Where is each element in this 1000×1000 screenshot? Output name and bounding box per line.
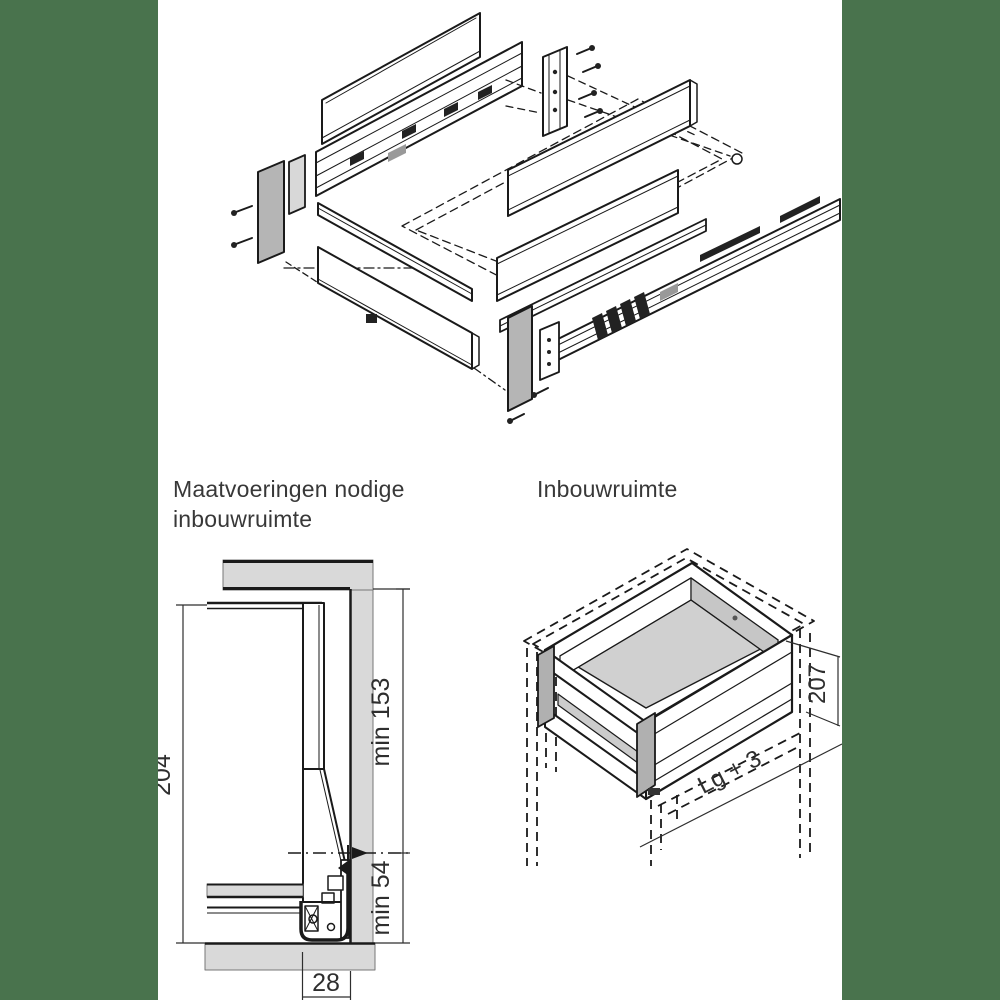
left-front-bracket <box>231 154 306 264</box>
front-panel <box>317 246 480 370</box>
front-gallery-rail <box>317 202 473 302</box>
installation-drawer-box <box>537 561 794 801</box>
drawer-side-profile <box>207 601 346 903</box>
left-heading-line2: inbouwruimte <box>173 506 313 532</box>
right-section-heading: Inbouwruimte <box>537 476 678 502</box>
back-mounting-bracket <box>542 46 568 137</box>
right-gallery-rail <box>499 218 707 333</box>
right-slide-rail <box>555 196 841 362</box>
left-slide-rail-assembly <box>315 41 523 197</box>
bracket-screws <box>576 45 603 118</box>
left-margin-bar <box>0 0 158 1000</box>
dimension-204-label: 204 <box>158 754 176 796</box>
right-front-bracket <box>507 305 560 424</box>
cabinet-bottom-panel <box>204 942 376 971</box>
cabinet-top-panel <box>222 559 374 591</box>
right-margin-bar <box>842 0 1000 1000</box>
cross-section-drawing: 204 min 153 min 54 28 <box>158 559 410 1000</box>
dimension-204: 204 <box>158 604 207 944</box>
drawer-runner-assembly <box>299 859 350 942</box>
right-back-panel <box>496 169 679 302</box>
dimension-min-54: min 54 <box>367 853 410 944</box>
dimension-28-label: 28 <box>312 969 340 997</box>
drawer-bottom-board <box>206 883 304 914</box>
left-heading-line1: Maatvoeringen nodige <box>173 476 405 502</box>
exploded-drawer-assembly-drawing <box>231 12 841 424</box>
dimension-min-153: min 153 <box>367 588 410 854</box>
screw-axis-arrow <box>288 845 408 861</box>
dimension-min-54-label: min 54 <box>367 860 395 935</box>
dimension-min-153-label: min 153 <box>367 678 395 767</box>
dimension-207: 207 <box>785 640 841 727</box>
dimension-207-label: 207 <box>804 664 831 704</box>
left-side-panel <box>321 12 481 145</box>
right-side-panel-outer <box>507 79 698 217</box>
left-section-heading: Maatvoeringen nodige inbouwruimte <box>173 474 405 534</box>
installation-space-drawing: 207 Lg + 3 <box>523 548 842 866</box>
dimension-28: 28 <box>301 952 352 1000</box>
